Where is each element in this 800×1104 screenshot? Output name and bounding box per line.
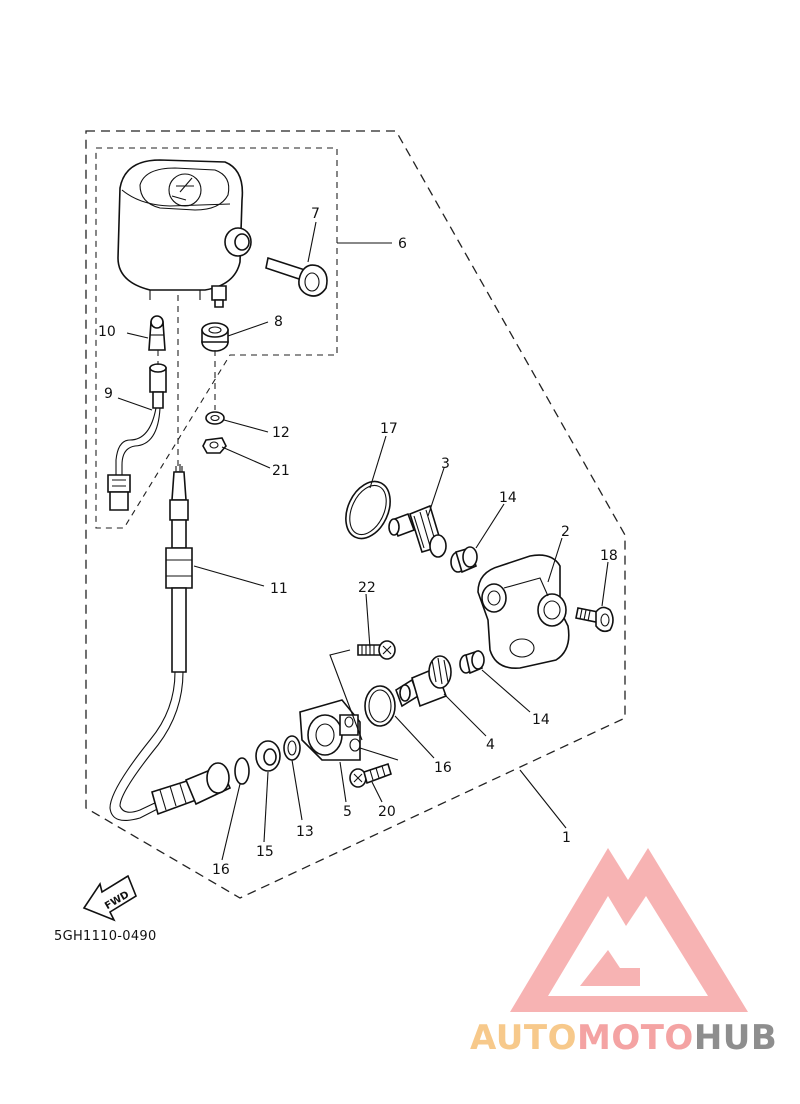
callout-6: 6 <box>398 236 407 252</box>
reset-knob <box>265 256 328 297</box>
bushing-lower <box>459 649 485 675</box>
washer <box>205 411 225 425</box>
socket-wire <box>107 363 167 511</box>
callout-12: 12 <box>272 425 290 441</box>
callout-13: 13 <box>296 824 314 840</box>
callout-17: 16 <box>434 760 452 776</box>
callout-21: 20 <box>378 804 396 820</box>
nut <box>202 437 227 454</box>
callout-4: 4 <box>486 737 495 753</box>
callout-15: 15 <box>256 844 274 860</box>
driven-gear <box>388 504 447 558</box>
callout-11: 11 <box>270 581 288 597</box>
grommet <box>201 322 229 352</box>
automotohub-logo-icon <box>510 848 748 1012</box>
callout-8: 8 <box>274 314 283 330</box>
gear-housing <box>299 699 361 761</box>
callout-5: 5 <box>343 804 352 820</box>
drive-gear <box>395 655 452 708</box>
callout-1: 1 <box>562 830 571 846</box>
callout-19: 18 <box>600 548 618 564</box>
callout-10: 10 <box>98 324 116 340</box>
o-ring-18 <box>345 480 391 540</box>
watermark-hub: HUB <box>693 1018 778 1058</box>
watermark-moto: MOTO <box>576 1018 694 1058</box>
bulb <box>148 315 166 351</box>
o-ring-17 <box>364 685 396 727</box>
callout-22: 22 <box>358 580 376 596</box>
speedometer-assembly <box>117 159 252 308</box>
o-ring <box>234 757 250 785</box>
speedometer-cable <box>109 464 232 821</box>
callout-3: 3 <box>441 456 450 472</box>
assembly-boundary <box>85 130 626 899</box>
washer-13 <box>283 735 301 761</box>
bushing-upper <box>450 546 478 574</box>
callout-2: 2 <box>561 524 570 540</box>
meter-group-boundary <box>95 147 338 529</box>
bearing <box>255 740 281 772</box>
gear-case <box>477 554 570 669</box>
callout-7: 7 <box>311 206 320 222</box>
watermark-wordmark: AUTOMOTOHUB <box>470 1018 777 1058</box>
screw-21 <box>349 762 392 788</box>
callout-9: 9 <box>104 386 113 402</box>
fwd-arrow-icon: FWD <box>82 874 137 922</box>
callout-14-upper: 14 <box>499 490 517 506</box>
drawing-code: 5GH1110-0490 <box>54 929 157 944</box>
callout-20: 21 <box>272 463 290 479</box>
callout-14-lower: 14 <box>532 712 550 728</box>
screw-22 <box>357 640 396 660</box>
bolt-19 <box>575 606 614 633</box>
watermark-auto: AUTO <box>470 1018 577 1058</box>
callout-16: 16 <box>212 862 230 878</box>
callout-18: 17 <box>380 421 398 437</box>
